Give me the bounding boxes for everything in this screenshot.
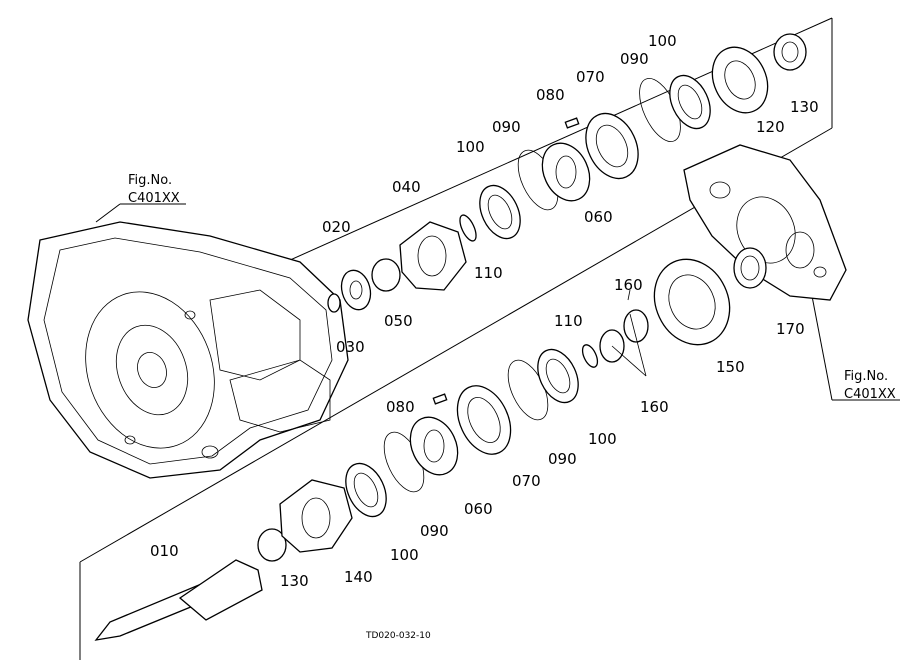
label-150: 150: [716, 358, 745, 376]
drawing-code: TD020-032-10: [365, 631, 431, 641]
label-090-top2: 090: [620, 50, 649, 68]
label-130-top: 130: [790, 98, 819, 116]
label-060-top: 060: [584, 208, 613, 226]
label-090-bot2: 090: [548, 450, 577, 468]
label-170: 170: [776, 320, 805, 338]
label-070-top: 070: [576, 68, 605, 86]
label-020: 020: [322, 218, 351, 236]
label-080-bot: 080: [386, 398, 415, 416]
label-100-bot2: 100: [588, 430, 617, 448]
label-090-bot1: 090: [420, 522, 449, 540]
upper-shaft-parts: [327, 33, 807, 313]
fig-ref-right-line1: Fig.No.: [844, 369, 888, 384]
transmission-housing: [27, 221, 349, 479]
leader-lines: [611, 289, 647, 377]
label-100-bot1: 100: [390, 546, 419, 564]
label-100-top2: 100: [648, 32, 677, 50]
label-040: 040: [392, 178, 421, 196]
label-110-bot: 110: [554, 312, 583, 330]
label-090-top1: 090: [492, 118, 521, 136]
fig-ref-right-line2: C401XX: [844, 387, 896, 402]
housing-cover: [683, 144, 847, 301]
label-030: 030: [336, 338, 365, 356]
label-160-b: 160: [640, 398, 669, 416]
label-070-bot: 070: [512, 472, 541, 490]
label-130-bot: 130: [280, 572, 309, 590]
label-080-top: 080: [536, 86, 565, 104]
label-050: 050: [384, 312, 413, 330]
fig-ref-top-line1: Fig.No.: [128, 173, 172, 188]
label-110-top: 110: [474, 264, 503, 282]
label-160-a: 160: [614, 276, 643, 294]
label-140: 140: [344, 568, 373, 586]
lower-shaft-parts: [94, 247, 767, 641]
label-100-top1: 100: [456, 138, 485, 156]
fig-ref-top-line2: C401XX: [128, 191, 180, 206]
label-060-bot: 060: [464, 500, 493, 518]
label-120: 120: [756, 118, 785, 136]
label-010: 010: [150, 542, 179, 560]
